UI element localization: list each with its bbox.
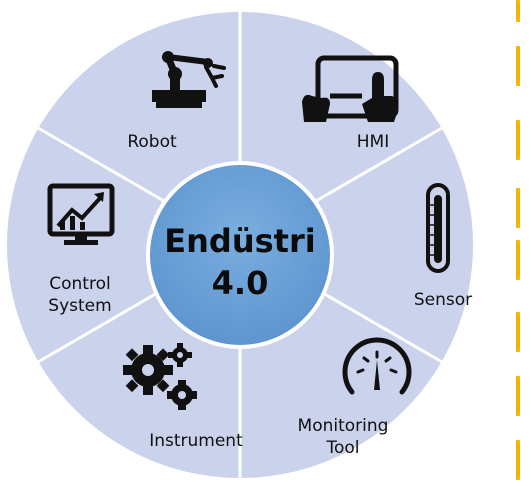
center-title-line2: 4.0: [212, 264, 269, 302]
segment-label-control-line2: System: [48, 296, 111, 316]
segment-label-instrument-line1: Instrument: [149, 431, 243, 451]
segment-monitoring-tool: Monitoring Tool: [298, 337, 412, 458]
accent-dash: [516, 188, 520, 228]
segment-label-hmi-line1: HMI: [357, 132, 389, 152]
center-title-line1: Endüstri: [164, 222, 315, 260]
segment-robot: Robot: [127, 51, 226, 152]
segment-dividers: [37, 12, 443, 478]
accent-dash: [516, 120, 520, 160]
accent-dash: [516, 46, 520, 86]
segment-label-control-line1: Control: [49, 274, 110, 294]
segment-label-robot-line1: Robot: [127, 132, 177, 152]
accent-dash: [516, 376, 520, 416]
segment-label-sensor-line1: Sensor: [414, 290, 472, 310]
accent-dash: [516, 440, 520, 480]
hmi-touchscreen-icon: [302, 55, 399, 122]
accent-dash: [516, 240, 520, 280]
segment-sensor: Sensor: [414, 183, 472, 310]
thermometer-sensor-icon: [426, 183, 450, 273]
gauge-icon: [342, 337, 412, 395]
gears-icon: [123, 343, 197, 410]
robot-arm-icon: [152, 51, 226, 108]
segment-label-monitoring-line2: Tool: [325, 438, 359, 458]
segment-control-system: Control System: [47, 183, 115, 316]
segment-hmi: HMI: [302, 55, 399, 152]
center-circle: [146, 161, 334, 349]
monitor-chart-icon: [47, 183, 115, 245]
segment-label-monitoring-line1: Monitoring: [298, 416, 389, 436]
segment-instrument: Instrument: [123, 343, 243, 451]
accent-dash: [516, 312, 520, 352]
accent-dash: [516, 0, 520, 22]
